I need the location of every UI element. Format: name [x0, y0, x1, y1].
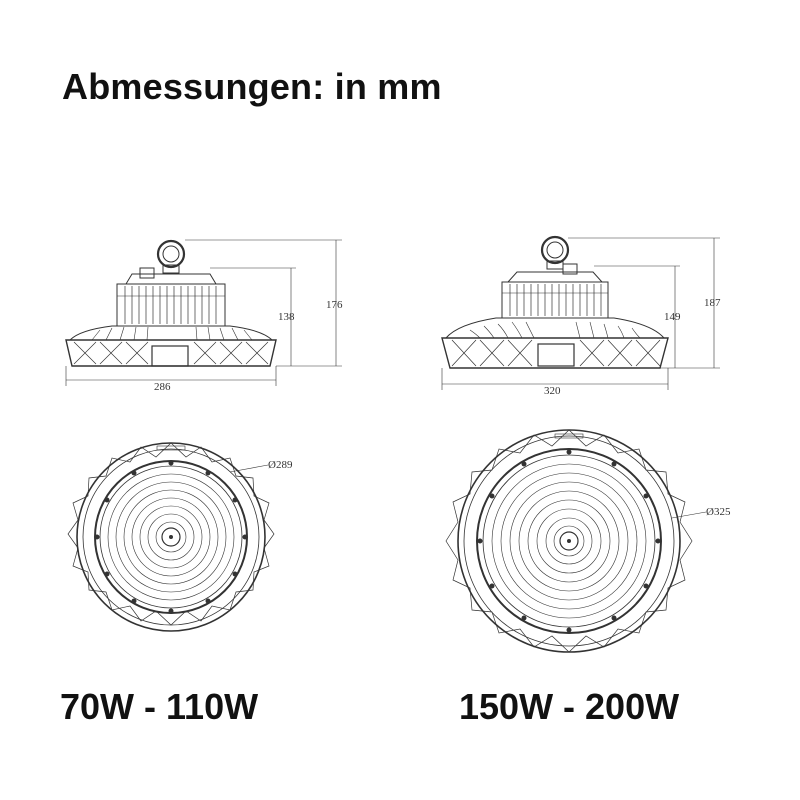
page-title: Abmessungen: in mm — [62, 66, 442, 107]
top-view-large — [445, 429, 707, 653]
width-label-small: 286 — [154, 381, 171, 393]
body-height-label-large: 149 — [664, 311, 681, 323]
diameter-label-large: Ø325 — [706, 506, 731, 518]
total-height-label-large: 187 — [704, 297, 721, 309]
side-view-large — [441, 235, 720, 390]
top-view-small — [67, 442, 275, 632]
side-view-small — [65, 239, 342, 386]
width-label-large: 320 — [544, 385, 561, 397]
diameter-label-small: Ø289 — [268, 459, 293, 471]
model-caption-large: 150W - 200W — [459, 686, 680, 727]
model-caption-small: 70W - 110W — [60, 686, 259, 727]
body-height-label-small: 138 — [278, 311, 295, 323]
total-height-label-small: 176 — [326, 299, 343, 311]
